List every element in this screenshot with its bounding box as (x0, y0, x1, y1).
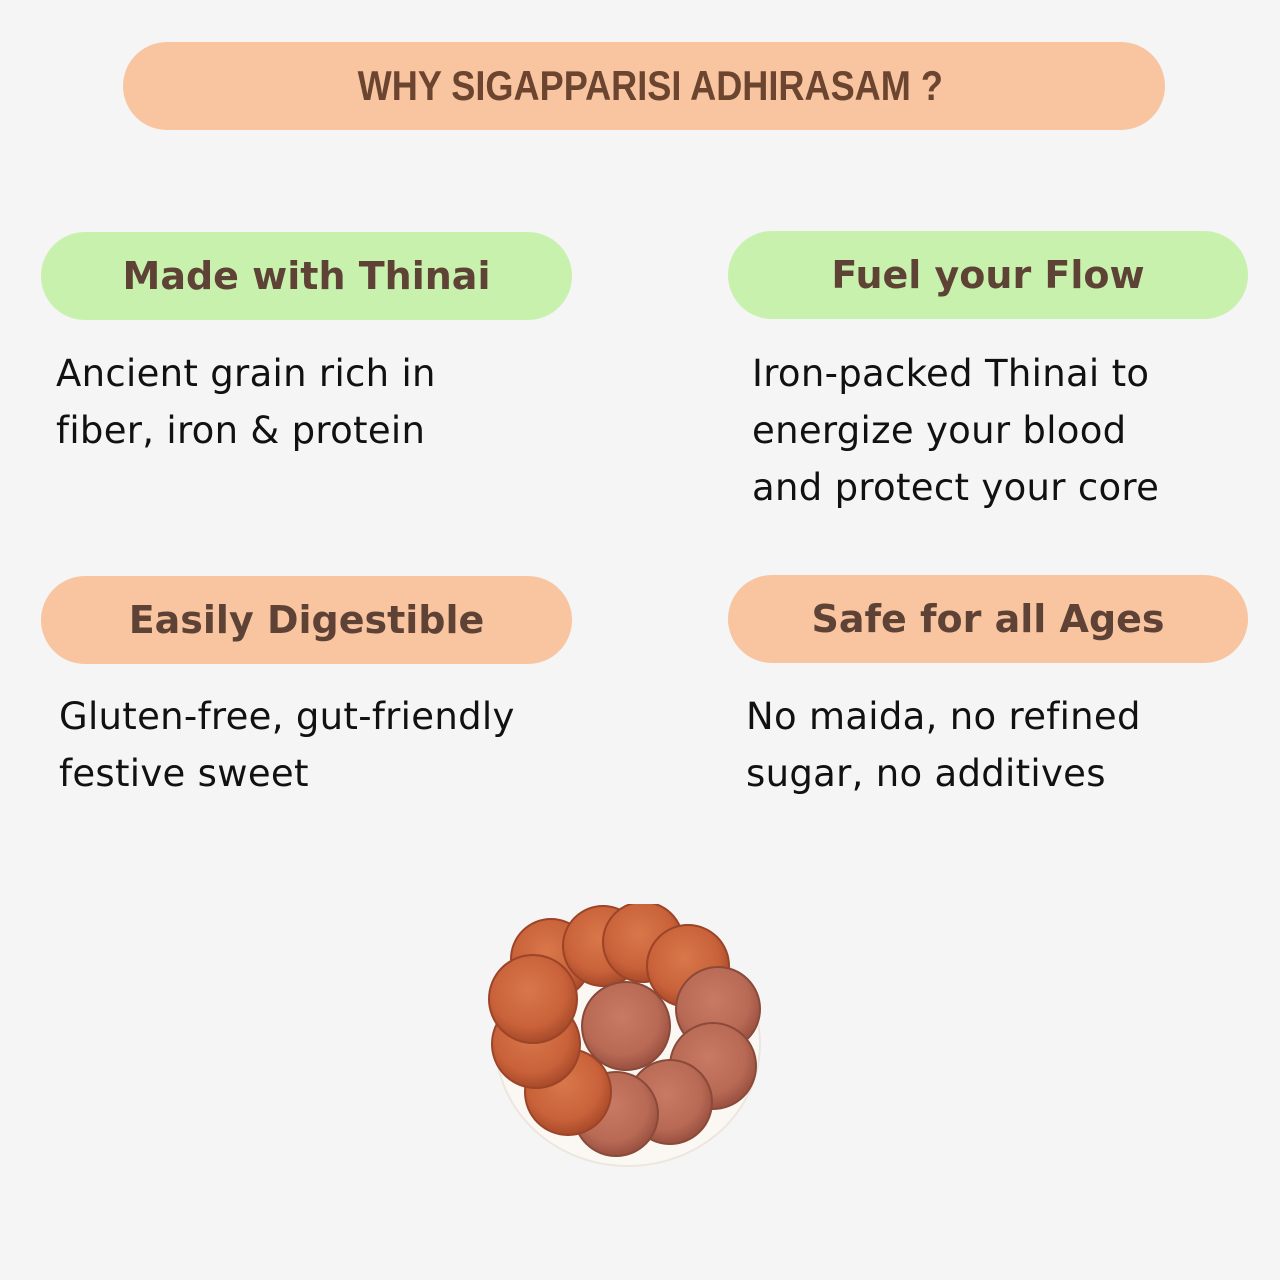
description-line: No maida, no refined (746, 695, 1141, 738)
feature-pill-safe-for-all-ages: Safe for all Ages (728, 575, 1248, 663)
feature-pill-easily-digestible: Easily Digestible (41, 576, 572, 664)
feature-description-fuel-your-flow: Iron-packed Thinai to energize your bloo… (752, 345, 1159, 516)
description-line: Iron-packed Thinai to (752, 352, 1150, 395)
feature-title: Safe for all Ages (811, 597, 1165, 641)
description-line: Gluten-free, gut-friendly (59, 695, 515, 738)
feature-title: Easily Digestible (128, 598, 485, 642)
description-line: energize your blood (752, 409, 1127, 452)
feature-title: Fuel your Flow (831, 253, 1145, 297)
description-line: festive sweet (59, 752, 309, 795)
feature-description-safe-for-all-ages: No maida, no refined sugar, no additives (746, 688, 1141, 802)
description-line: Ancient grain rich in (56, 352, 436, 395)
feature-description-made-with-thinai: Ancient grain rich in fiber, iron & prot… (56, 345, 436, 459)
description-line: and protect your core (752, 466, 1160, 509)
feature-description-easily-digestible: Gluten-free, gut-friendly festive sweet (59, 688, 515, 802)
adhirasam-plate-image (488, 901, 764, 1168)
page-title: WHY SIGAPPARISI ADHIRASAM ? (357, 62, 943, 109)
description-line: sugar, no additives (746, 752, 1106, 795)
title-banner: WHY SIGAPPARISI ADHIRASAM ? (123, 42, 1165, 130)
description-line: fiber, iron & protein (56, 409, 426, 452)
feature-pill-fuel-your-flow: Fuel your Flow (728, 231, 1248, 319)
feature-pill-made-with-thinai: Made with Thinai (41, 232, 572, 320)
feature-title: Made with Thinai (122, 254, 491, 298)
